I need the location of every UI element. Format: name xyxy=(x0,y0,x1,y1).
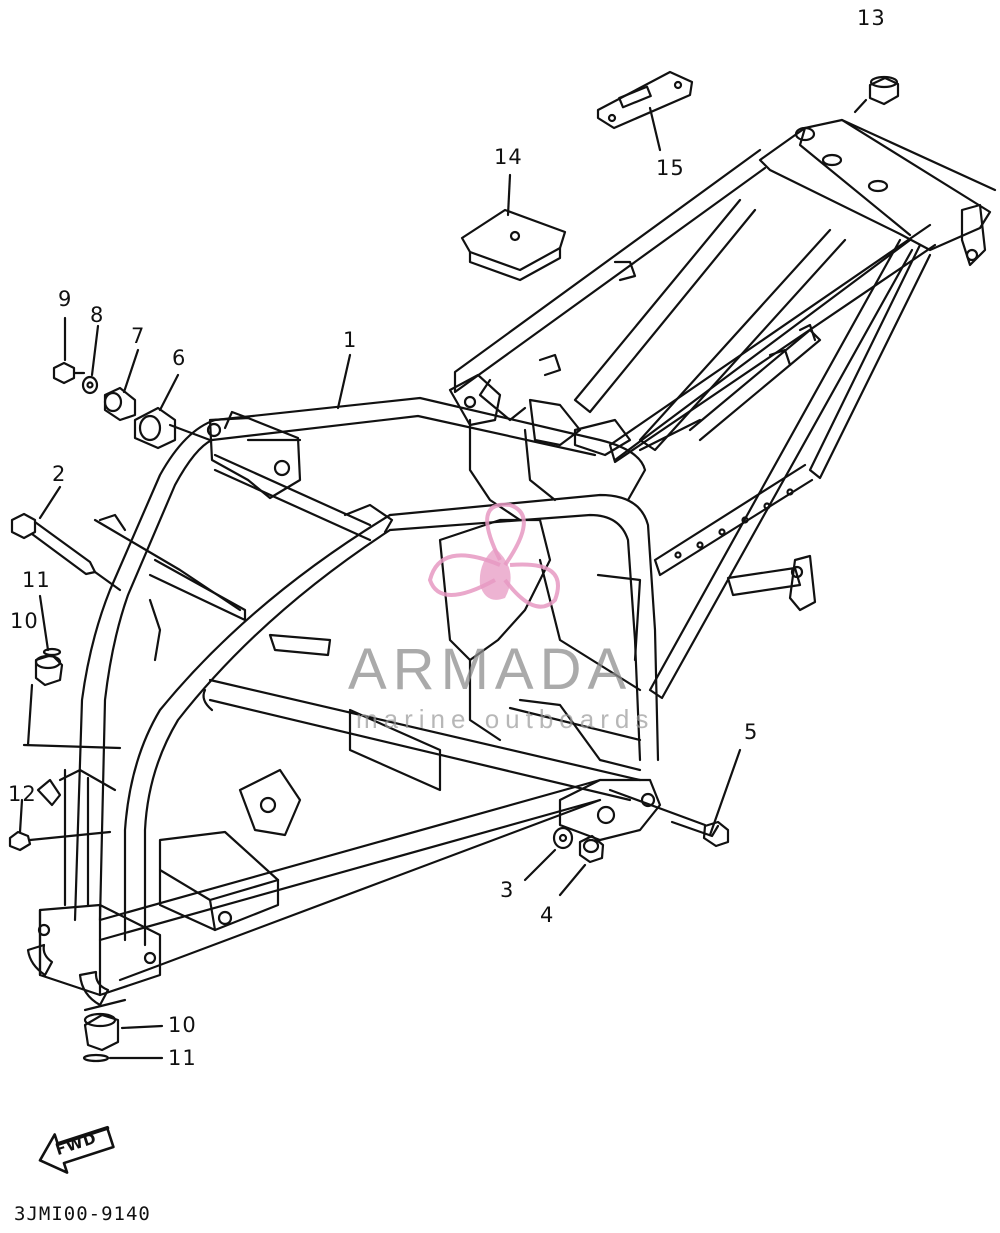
callout-5: 5 xyxy=(744,720,759,744)
cross-struts xyxy=(573,198,847,452)
callout-14: 14 xyxy=(494,145,523,169)
callout-11-upper: 11 xyxy=(22,568,51,592)
callout-1: 1 xyxy=(343,328,358,352)
part-13-cap xyxy=(853,75,900,114)
callout-12: 12 xyxy=(8,782,37,806)
main-top-loop xyxy=(73,396,660,947)
callout-2: 2 xyxy=(52,462,67,486)
battery-box xyxy=(158,768,302,932)
leader-1 xyxy=(336,353,352,410)
fwd-arrow xyxy=(38,1125,115,1174)
lower-frame xyxy=(98,678,662,982)
parts-3-4-5 xyxy=(523,748,742,897)
parts-10-11-lower xyxy=(82,1012,164,1063)
watermark-subtitle: marine outboards xyxy=(356,704,655,734)
callout-8: 8 xyxy=(90,303,105,327)
part-12 xyxy=(8,778,112,852)
callout-3: 3 xyxy=(500,878,515,902)
diagram-code: 3JMI00-9140 xyxy=(14,1203,151,1225)
callout-4: 4 xyxy=(540,903,555,927)
callout-11-lower: 11 xyxy=(168,1046,197,1070)
callout-9: 9 xyxy=(58,287,73,311)
callout-10-upper: 10 xyxy=(10,609,39,633)
parts-10-11-upper xyxy=(22,594,122,750)
rear-plate xyxy=(758,118,997,267)
rear-downtubes xyxy=(648,238,932,700)
callout-15: 15 xyxy=(656,156,685,180)
callout-13: 13 xyxy=(857,6,886,30)
watermark-title: ARMADA xyxy=(348,637,633,702)
part-14-pad xyxy=(460,173,567,282)
parts-6-9-hardware xyxy=(52,316,212,450)
callout-10-lower: 10 xyxy=(168,1013,197,1037)
callout-7: 7 xyxy=(131,324,146,348)
part-15-label xyxy=(596,70,694,152)
seat-rails xyxy=(453,148,937,464)
footpeg-bar xyxy=(726,554,817,612)
part-2-bolt xyxy=(10,485,122,592)
callout-6: 6 xyxy=(172,346,187,370)
headstock xyxy=(206,410,372,542)
front-cross xyxy=(26,768,162,1012)
